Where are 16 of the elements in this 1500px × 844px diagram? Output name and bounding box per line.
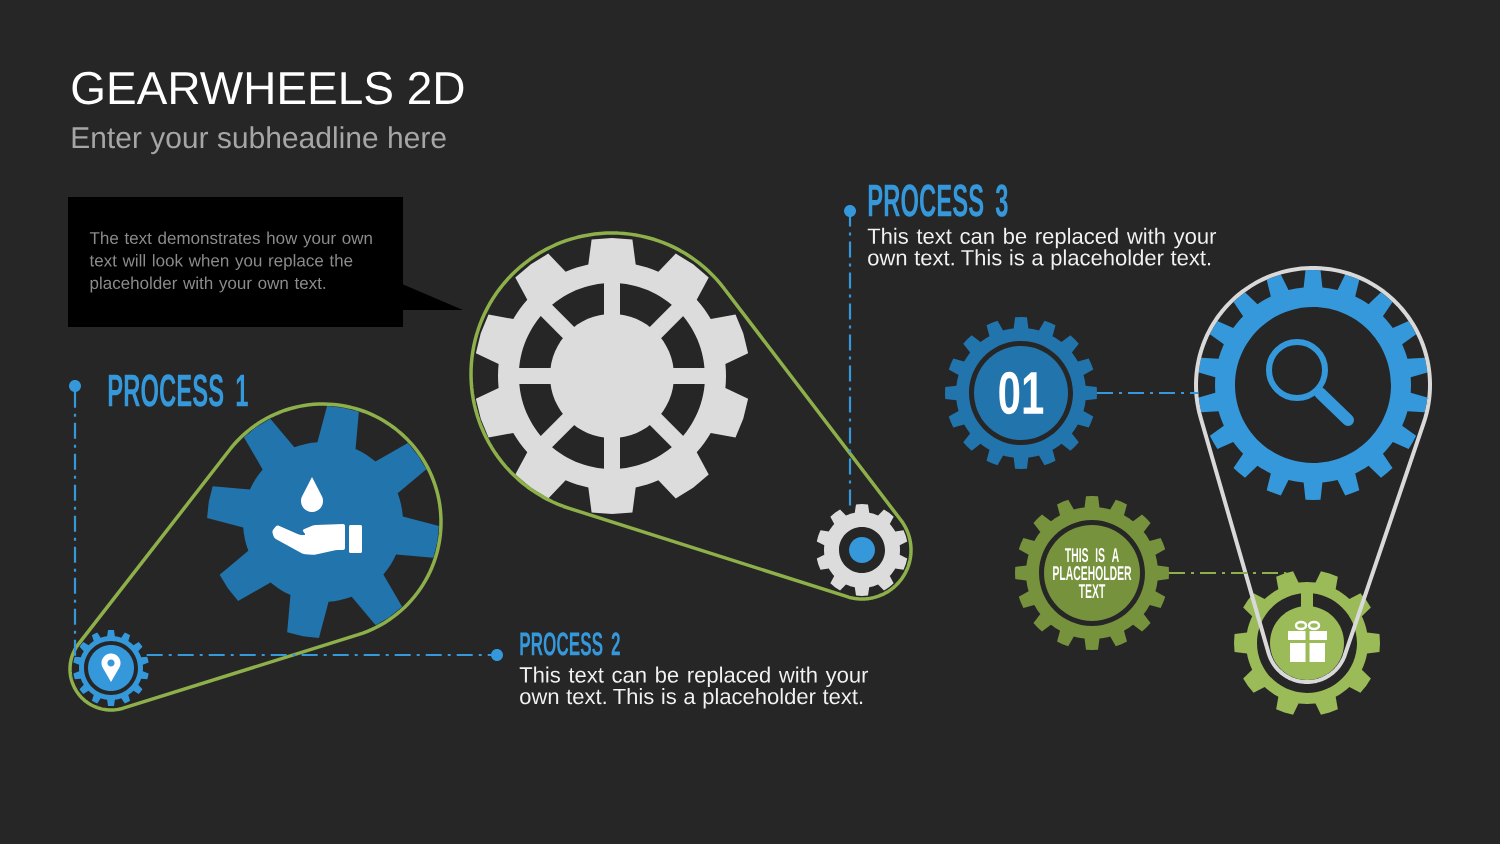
heading: PROCESS 1 xyxy=(108,374,248,407)
heading: PROCESS 3 xyxy=(868,184,1008,217)
subtitle: Enter your subheadline here xyxy=(72,126,446,155)
title: GEARWHEELS 2D xyxy=(72,71,464,105)
connector-line xyxy=(1169,571,1287,575)
heading: PROCESS 2 xyxy=(520,632,620,656)
body-text: This text can be replaced with your own text. This is a placeholder text. xyxy=(867,227,1217,270)
connector-line xyxy=(1097,391,1199,395)
gear-badge: 01 xyxy=(945,317,1097,469)
connector-line xyxy=(73,392,77,656)
connector-line xyxy=(848,217,852,506)
body-text: This text can be replaced with your own text. This is a placeholder text. xyxy=(519,666,869,709)
speech-bubble: The text demonstrates how your own text will look when you replace the placeholder with your own text. xyxy=(68,197,463,327)
gear-badge: THIS IS A PLACEHOLDER TEXT xyxy=(1015,496,1169,650)
connector-line xyxy=(146,653,491,657)
gear xyxy=(816,504,908,596)
